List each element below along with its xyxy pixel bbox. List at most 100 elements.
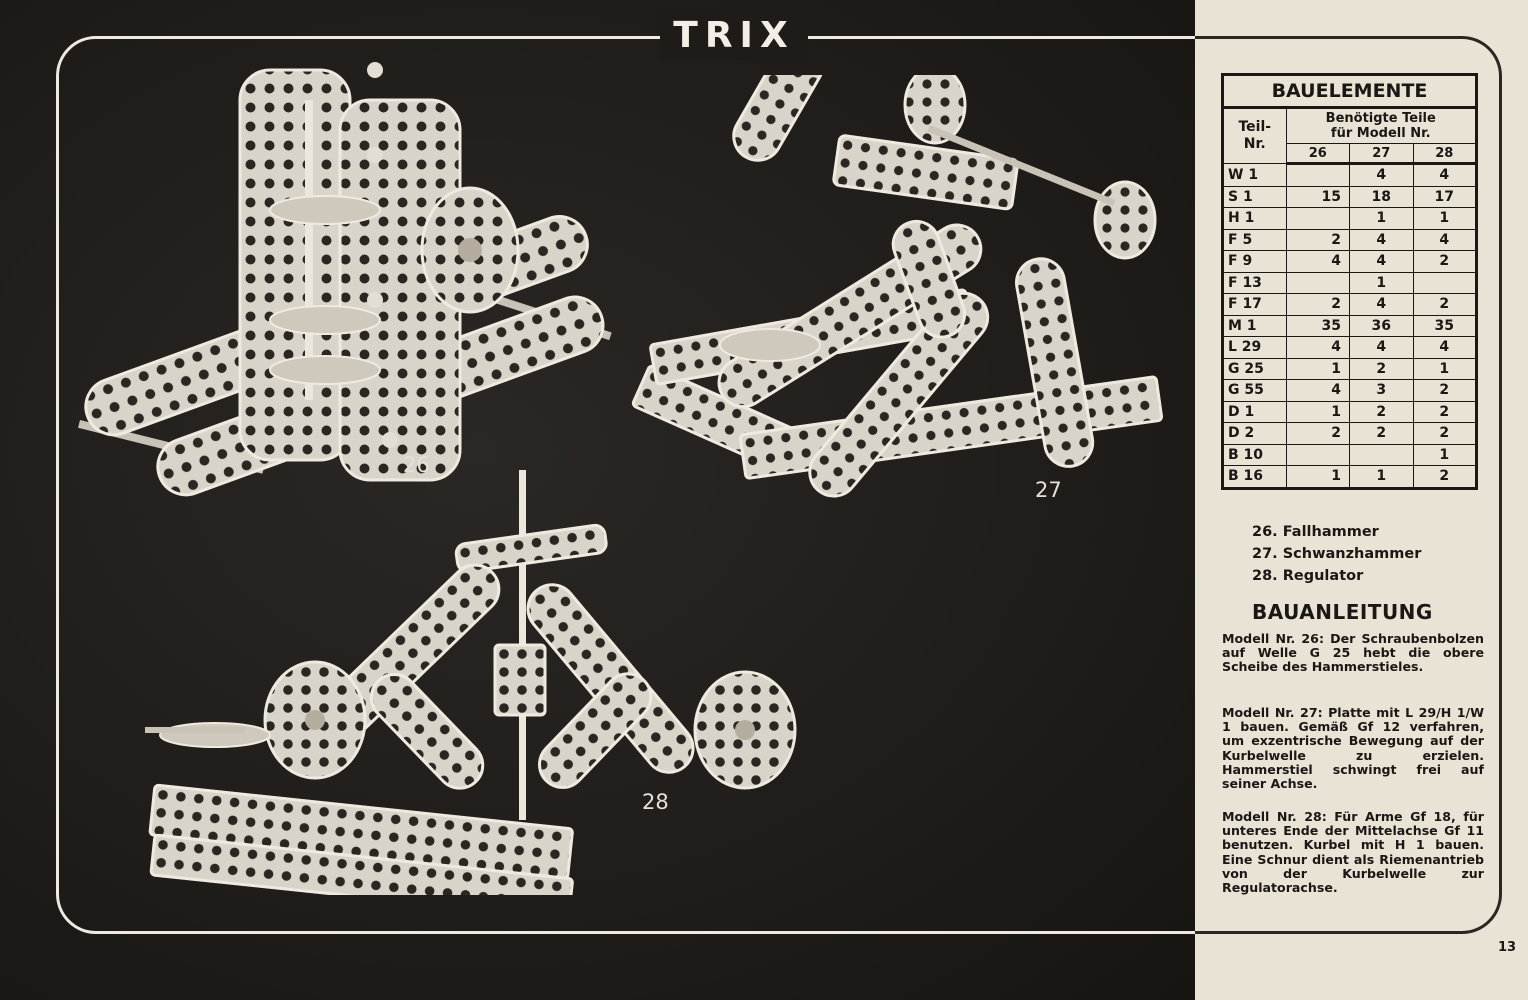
instructions-heading: BAUANLEITUNG: [1252, 600, 1433, 624]
part-number-cell: B 10: [1222, 443, 1287, 466]
model-26-photo: [78, 62, 612, 497]
page-number: 13: [1498, 940, 1517, 955]
instruction-model-26: Modell Nr. 26: Der Schraubenbolzen auf W…: [1222, 631, 1484, 675]
quantity-cell: 4: [1412, 163, 1477, 187]
quantity-cell: 2: [1285, 228, 1350, 251]
quantity-cell: 4: [1349, 336, 1414, 359]
quantity-cell: 35: [1412, 314, 1477, 337]
quantity-cell: 4: [1412, 336, 1477, 359]
model-28-photo: [145, 470, 797, 895]
quantity-cell: 4: [1349, 293, 1414, 316]
quantity-cell: 4: [1349, 228, 1414, 251]
parts-table-title: BAUELEMENTE: [1222, 74, 1477, 109]
model-28-label: 28: [642, 790, 669, 814]
part-number-cell: D 2: [1222, 422, 1287, 445]
quantity-cell: 1: [1285, 400, 1350, 423]
quantity-cell: 1: [1412, 443, 1477, 466]
part-number-cell: G 25: [1222, 357, 1287, 380]
quantity-cell: 17: [1412, 185, 1477, 208]
model-27-photo: [631, 75, 1164, 498]
quantity-cell: 1: [1285, 357, 1350, 380]
quantity-cell: 4: [1349, 163, 1414, 187]
quantity-cell: 1: [1349, 207, 1414, 230]
quantity-cell: 2: [1412, 400, 1477, 423]
quantity-cell: 2: [1349, 357, 1414, 380]
model-27-label: 27: [1035, 478, 1062, 502]
part-number-cell: F 5: [1222, 228, 1287, 251]
model-list-item: 27. Schwanzhammer: [1252, 546, 1422, 562]
model-list-item: 28. Regulator: [1252, 568, 1364, 584]
quantity-cell: [1349, 443, 1414, 466]
quantity-cell: 1: [1412, 357, 1477, 380]
model-column-26: 26: [1285, 143, 1350, 165]
quantity-cell: 3: [1349, 379, 1414, 402]
needed-parts-header: Benötigte Teile für Modell Nr.: [1285, 107, 1477, 144]
quantity-cell: 2: [1285, 293, 1350, 316]
part-number-cell: B 16: [1222, 465, 1287, 489]
part-number-cell: F 13: [1222, 271, 1287, 294]
quantity-cell: 2: [1412, 422, 1477, 445]
quantity-cell: 2: [1412, 379, 1477, 402]
model-column-28: 28: [1412, 143, 1477, 165]
quantity-cell: [1285, 163, 1350, 187]
quantity-cell: [1285, 443, 1350, 466]
quantity-cell: 4: [1349, 250, 1414, 273]
part-number-header: Teil- Nr.: [1222, 107, 1287, 164]
parts-table: BAUELEMENTE Teil- Nr. Benötigte Teile fü…: [1221, 73, 1478, 490]
model-26-label: 26: [403, 453, 430, 477]
quantity-cell: 2: [1349, 422, 1414, 445]
brand-title: TRIX: [660, 12, 808, 60]
part-number-cell: F 9: [1222, 250, 1287, 273]
quantity-cell: 2: [1349, 400, 1414, 423]
quantity-cell: 1: [1285, 465, 1350, 489]
part-number-cell: W 1: [1222, 163, 1287, 187]
model-column-27: 27: [1349, 143, 1414, 165]
quantity-cell: 2: [1412, 250, 1477, 273]
part-number-cell: G 55: [1222, 379, 1287, 402]
quantity-cell: 15: [1285, 185, 1350, 208]
table-row: B 10 1: [1222, 443, 1477, 466]
quantity-cell: [1285, 207, 1350, 230]
instruction-model-28: Modell Nr. 28: Für Arme Gf 18, für unter…: [1222, 809, 1484, 896]
quantity-cell: 4: [1412, 228, 1477, 251]
quantity-cell: 35: [1285, 314, 1350, 337]
quantity-cell: [1412, 271, 1477, 294]
quantity-cell: 4: [1285, 250, 1350, 273]
quantity-cell: 2: [1412, 465, 1477, 489]
quantity-cell: [1285, 271, 1350, 294]
quantity-cell: 36: [1349, 314, 1414, 337]
quantity-cell: 1: [1349, 465, 1414, 489]
quantity-cell: 18: [1349, 185, 1414, 208]
part-number-cell: L 29: [1222, 336, 1287, 359]
table-row: F 13 1: [1222, 271, 1477, 294]
quantity-cell: 4: [1285, 379, 1350, 402]
part-number-cell: F 17: [1222, 293, 1287, 316]
quantity-cell: 1: [1412, 207, 1477, 230]
page-frame-dark-segment: [1195, 36, 1502, 934]
quantity-cell: 2: [1412, 293, 1477, 316]
model-list: 26. Fallhammer 27. Schwanzhammer 28. Reg…: [1252, 521, 1421, 587]
quantity-cell: 2: [1285, 422, 1350, 445]
quantity-cell: 1: [1349, 271, 1414, 294]
part-number-cell: D 1: [1222, 400, 1287, 423]
quantity-cell: 4: [1285, 336, 1350, 359]
instruction-model-27: Modell Nr. 27: Platte mit L 29/H 1/W 1 b…: [1222, 705, 1484, 792]
part-number-cell: S 1: [1222, 185, 1287, 208]
model-list-item: 26. Fallhammer: [1252, 524, 1379, 540]
part-number-cell: H 1: [1222, 207, 1287, 230]
part-number-cell: M 1: [1222, 314, 1287, 337]
